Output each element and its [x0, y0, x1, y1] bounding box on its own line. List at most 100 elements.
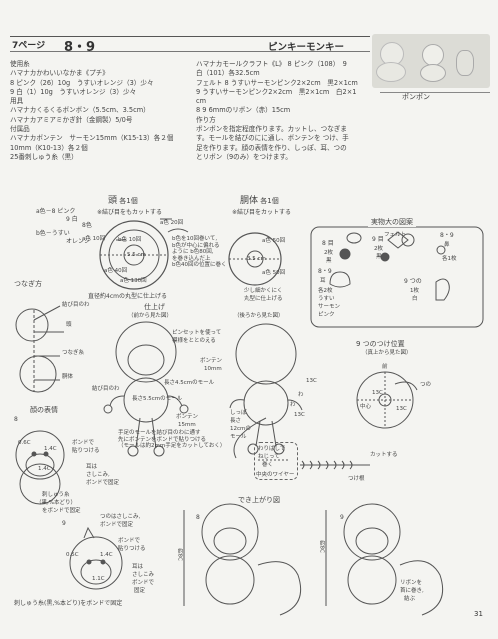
actual-r1b: 2枚 — [324, 250, 333, 256]
materials-line: ハマナカボンテン サーモン15mm（K15-13）各２個 — [10, 134, 174, 143]
face-m2: ボンドで固定 — [100, 522, 134, 528]
face-l5: 貼りつける — [72, 448, 100, 454]
materials-line: フェルト 8 うすいサーモンピンク2×2cm 黒2×1cm — [196, 78, 358, 87]
face-m11: 固定 — [134, 588, 146, 594]
head-a8: a色－8 ピンク — [36, 208, 76, 215]
finish-back-l6: 13C — [294, 412, 305, 418]
face-l8: ボンドで固定 — [86, 480, 120, 486]
actual-r2d: うすい — [318, 296, 335, 302]
done-s8b: 8 — [196, 514, 200, 521]
actual-r2h: 1枚 — [410, 288, 419, 294]
materials-line: 25番刺しゅう糸（黒） — [10, 152, 78, 161]
materials-line: す。モールを結びのにに通し、ボンテンを つけ、手 — [196, 134, 349, 143]
face-m1: つのはさしこみ, — [100, 514, 141, 520]
materials-right-column: ハマナカモールクラフト《L》 8 ピンク（108） 9 白（101）各32.5c… — [196, 60, 358, 162]
actual-r2b: 耳 — [320, 278, 326, 284]
actual-r2a: 8・9 — [318, 268, 332, 275]
face-no-8: 8 — [14, 416, 18, 423]
done-9-body — [347, 555, 397, 605]
connect-l2: 頭 — [66, 322, 72, 328]
face-m9: さしこみ — [132, 572, 155, 578]
face-l1: 0.6C — [18, 440, 31, 446]
face-m3: ボンドで — [118, 538, 141, 544]
done-8-head — [201, 503, 259, 561]
actual-r1e: 2枚 — [374, 246, 383, 252]
materials-line: 足を作ります。顔の表情を作り、しっぽ、耳、つの — [196, 143, 347, 152]
actual-r2g: 9 つの — [404, 278, 422, 285]
materials-line: cm — [196, 97, 207, 106]
cut-note-box — [254, 442, 298, 480]
head-ring-c: a色 40回 — [104, 268, 128, 274]
header-bar — [10, 36, 370, 52]
face-l6: 耳は — [86, 464, 98, 470]
finish-back-l2: 長さ — [230, 418, 242, 424]
body-cut-1: 少し細かくにく — [244, 288, 283, 294]
done-8-body — [205, 555, 255, 605]
materials-line: ハマナカかわいいなかま《プチ》 — [10, 69, 109, 78]
face-bottom: 刺しゅう糸(黒,%本どり)をボンドで固定 — [14, 600, 123, 607]
face-m10: ボンドで — [132, 580, 155, 586]
face-9-head — [69, 536, 123, 590]
materials-line: ハマナカくるくるボンボン（5.5cm、3.5cm） — [10, 106, 150, 115]
finish-front-l4: 10mm — [204, 366, 222, 372]
face-8-head — [15, 430, 65, 480]
connect-l1: 結び目のわ — [62, 302, 90, 308]
finish-back-l5: 13C — [306, 378, 317, 384]
done-8-tail — [257, 561, 302, 616]
materials-line: 用具 — [10, 97, 24, 106]
body-title: 胴体 各1個 — [240, 196, 279, 206]
materials-line: 8 9 6mmのリボン（赤）15cm — [196, 106, 291, 115]
face-l3: 1.4C — [38, 466, 51, 472]
finish-front-l6: 長さ5.5cmのモール — [132, 396, 183, 402]
face-m7: 1.1C — [92, 576, 105, 582]
horn-l4: 13C — [396, 406, 407, 412]
back-body — [243, 380, 289, 426]
header-title: ピンキーモンキー — [268, 42, 345, 53]
materials-line: ハマナカモールクラフト《L》 8 ピンク（108） 9 — [196, 60, 347, 68]
connect-head — [15, 308, 49, 342]
face-no-9: 9 — [62, 520, 66, 527]
head-center: 5.5 cm — [127, 252, 146, 258]
materials-line: 9 うすいサーモンピンク2×2cm 黒2×1cm 白2×1 — [196, 87, 357, 96]
finish-front-l5: 長さ4.5cmのモール — [164, 380, 215, 386]
head-label-8: 8色 — [82, 222, 92, 229]
head-ring-b: a色 20回 — [160, 220, 184, 226]
finish-back-l3: 12cmの — [230, 426, 251, 432]
header-prefix: 7ページ — [12, 41, 46, 51]
face-m6: 1.4C — [100, 552, 113, 558]
horn-l1: 前 — [382, 364, 388, 370]
connect-l4: 胴体 — [62, 374, 74, 380]
face-l10: （黒,%本どり） — [36, 500, 76, 506]
finish-front-sub: （前から見た図） — [128, 313, 173, 319]
done-s9: 約8C — [318, 540, 325, 553]
horn-l3: 13C — [372, 390, 383, 396]
header-numbers: 8・9 — [64, 40, 96, 55]
head-b8: b色－うすい — [36, 230, 70, 237]
finish-back-sub: （後ろから見た図） — [234, 313, 284, 319]
head-a9: 9 白 — [66, 216, 78, 223]
horn-title: 9 つのつけ位置 — [356, 340, 405, 348]
back-head — [235, 323, 297, 385]
mole-note: 手足のモールを結び目のわに通す 先にボンテンをボンドで貼りつける （モールは約2… — [118, 430, 226, 449]
actual-r1i: 各1枚 — [442, 256, 457, 262]
horn-l5: つの — [420, 382, 432, 388]
head-title: 頭 各1個 — [108, 196, 138, 206]
connect-body — [19, 355, 57, 393]
finish-title: 仕上げ — [144, 303, 165, 311]
cut-note-l1: わりばしで — [258, 446, 286, 452]
materials-line: 白（101）各32.5cm — [196, 69, 260, 78]
cut-note-l3: 巻く — [262, 462, 274, 468]
materials-left-column: 使用糸 ハマナカかわいいなかま《プチ》 8 ピンク（26）10g うすいオレンジ… — [10, 60, 173, 162]
head-ring-a: a色 10回 — [82, 236, 106, 242]
head-desc: b色を10回巻いて, b色が中心に偏れる ように b色80回, を巻き込んだ上 … — [172, 236, 227, 268]
actual-r1f: 黒 — [376, 254, 382, 260]
connect-title: つなぎ方 — [14, 280, 42, 288]
actual-r1g: 8・9 — [440, 232, 454, 239]
materials-line: ハマナカアミアミかぎ針（金鋼製）5/0号 — [10, 115, 133, 124]
actual-r2c: 各2枚 — [318, 288, 333, 294]
finish-back-l7: わ — [298, 392, 304, 398]
materials-line: 使用糸 — [10, 60, 30, 68]
materials-line: 8 ピンク（26）10g うすいオレンジ（3）少々 — [10, 78, 154, 87]
cut-note-l4: 中央のワイヤー — [256, 472, 295, 478]
cut-note-l5: カットする — [370, 452, 398, 458]
